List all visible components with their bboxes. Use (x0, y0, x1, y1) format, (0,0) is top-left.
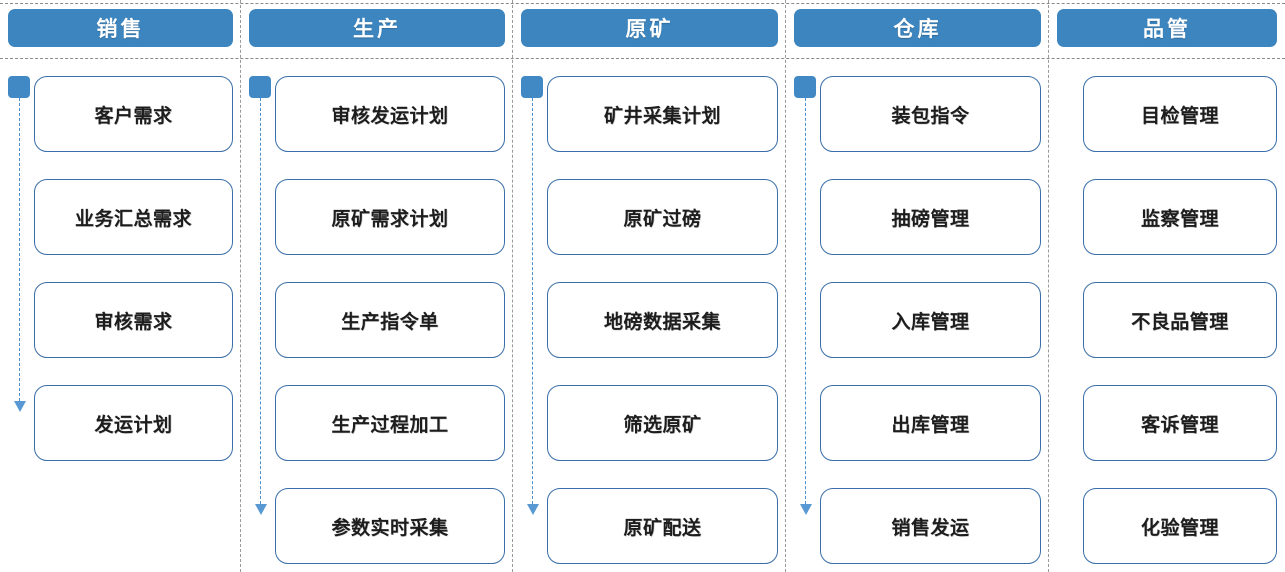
task-box[interactable]: 抽磅管理 (820, 179, 1041, 255)
task-box[interactable]: 矿井采集计划 (547, 76, 778, 152)
flow-arrow-line (19, 98, 20, 401)
task-box[interactable]: 参数实时采集 (275, 488, 505, 564)
lane-header-raw-ore[interactable]: 原矿 (521, 9, 778, 47)
top-divider-line (0, 3, 1285, 4)
task-box[interactable]: 审核发运计划 (275, 76, 505, 152)
flow-arrow-head-icon (800, 504, 812, 515)
task-box[interactable]: 客诉管理 (1083, 385, 1277, 461)
task-box[interactable]: 生产指令单 (275, 282, 505, 358)
task-box[interactable]: 原矿配送 (547, 488, 778, 564)
task-box[interactable]: 化验管理 (1083, 488, 1277, 564)
lane-boxes-sales: 客户需求业务汇总需求审核需求发运计划 (34, 76, 233, 572)
lane-quality: 品管目检管理监察管理不良品管理客诉管理化验管理 (1049, 0, 1285, 572)
flow-start-marker (794, 76, 816, 98)
lane-header-production[interactable]: 生产 (249, 9, 505, 47)
flow-arrow-line (532, 98, 533, 504)
lane-boxes-quality: 目检管理监察管理不良品管理客诉管理化验管理 (1083, 76, 1277, 572)
task-box[interactable]: 地磅数据采集 (547, 282, 778, 358)
lane-warehouse: 仓库装包指令抽磅管理入库管理出库管理销售发运 (786, 0, 1049, 572)
task-box[interactable]: 目检管理 (1083, 76, 1277, 152)
task-box[interactable]: 生产过程加工 (275, 385, 505, 461)
task-box[interactable]: 监察管理 (1083, 179, 1277, 255)
lane-production: 生产审核发运计划原矿需求计划生产指令单生产过程加工参数实时采集 (241, 0, 513, 572)
task-box[interactable]: 销售发运 (820, 488, 1041, 564)
task-box[interactable]: 出库管理 (820, 385, 1041, 461)
flow-arrow-head-icon (255, 504, 267, 515)
flow-arrow-line (260, 98, 261, 504)
column-divider-2 (512, 0, 513, 572)
task-box[interactable]: 业务汇总需求 (34, 179, 233, 255)
column-divider-1 (240, 0, 241, 572)
task-box[interactable]: 原矿过磅 (547, 179, 778, 255)
lane-raw-ore: 原矿矿井采集计划原矿过磅地磅数据采集筛选原矿原矿配送 (513, 0, 786, 572)
task-box[interactable]: 筛选原矿 (547, 385, 778, 461)
task-box[interactable]: 审核需求 (34, 282, 233, 358)
flow-start-marker (8, 76, 30, 98)
task-box[interactable]: 发运计划 (34, 385, 233, 461)
task-box[interactable]: 不良品管理 (1083, 282, 1277, 358)
task-box[interactable]: 客户需求 (34, 76, 233, 152)
flow-arrow-head-icon (14, 401, 26, 412)
task-box[interactable]: 入库管理 (820, 282, 1041, 358)
lane-header-sales[interactable]: 销售 (8, 9, 233, 47)
flow-arrow-line (805, 98, 806, 504)
flow-start-marker (521, 76, 543, 98)
lane-sales: 销售客户需求业务汇总需求审核需求发运计划 (0, 0, 241, 572)
lane-header-quality[interactable]: 品管 (1057, 9, 1277, 47)
column-divider-3 (785, 0, 786, 572)
task-box[interactable]: 装包指令 (820, 76, 1041, 152)
lane-boxes-raw-ore: 矿井采集计划原矿过磅地磅数据采集筛选原矿原矿配送 (547, 76, 778, 572)
flow-arrow-head-icon (527, 504, 539, 515)
lane-boxes-warehouse: 装包指令抽磅管理入库管理出库管理销售发运 (820, 76, 1041, 572)
flow-start-marker (249, 76, 271, 98)
header-divider-line (0, 58, 1285, 59)
lane-boxes-production: 审核发运计划原矿需求计划生产指令单生产过程加工参数实时采集 (275, 76, 505, 572)
task-box[interactable]: 原矿需求计划 (275, 179, 505, 255)
lane-header-warehouse[interactable]: 仓库 (794, 9, 1041, 47)
column-divider-4 (1048, 0, 1049, 572)
